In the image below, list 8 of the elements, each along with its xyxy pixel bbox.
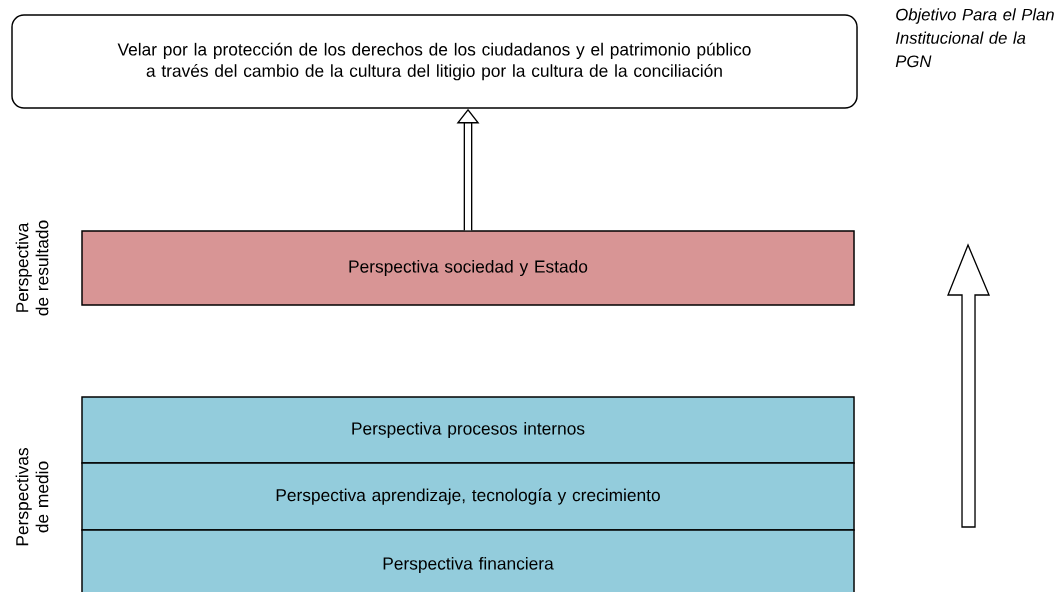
axis-label: Perspectiva de resultado	[15, 220, 49, 316]
perspective-band: Perspectiva aprendizaje, tecnología y crecimiento	[81, 462, 855, 531]
axis-label: Perspectivas de medio	[15, 448, 49, 546]
perspective-band: Perspectiva financiera	[81, 529, 855, 592]
objective-box: Velar por la protección de los derechos de los ciudadanos y el patrimonio público a través del cambio de la cultura del litigio por la cultura de la conciliación	[11, 14, 858, 109]
perspective-band: Perspectiva sociedad y Estado	[81, 230, 855, 306]
perspective-band: Perspectiva procesos internos	[81, 396, 855, 464]
side-note: Objetivo Para el Plan Institucional de la PGN	[895, 8, 1054, 68]
